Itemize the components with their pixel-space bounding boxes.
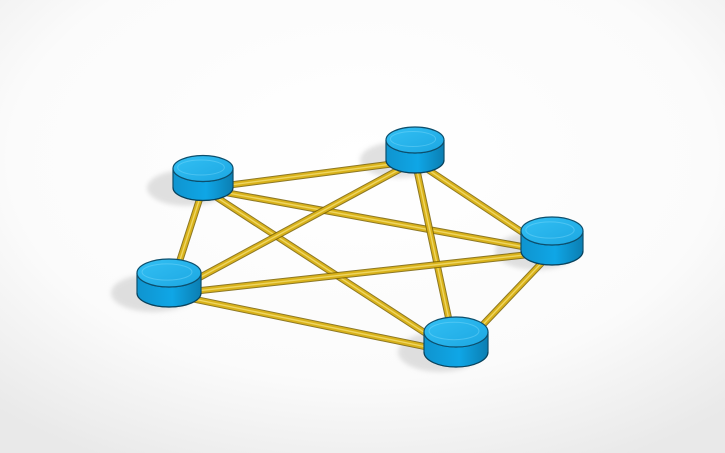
cylinder-node[interactable]: [520, 216, 584, 266]
cylinder-bottom-edge: [136, 292, 202, 308]
cylinder-top-highlight: [389, 130, 437, 148]
connector-highlight: [168, 251, 553, 295]
cylinder-node[interactable]: [172, 154, 234, 202]
cylinder-bottom-edge: [385, 159, 445, 174]
connector-highlight: [202, 187, 553, 253]
cylinder-bottom-edge: [423, 351, 489, 368]
cylinder-bottom-edge: [520, 250, 584, 266]
connector-highlight: [202, 160, 416, 190]
cylinder-top-highlight: [177, 159, 225, 176]
cylinder-node[interactable]: [136, 258, 202, 308]
connector-layer: [165, 157, 556, 357]
cylinder-top-highlight: [141, 263, 193, 281]
node-layer: [136, 126, 584, 368]
cylinder-top: [423, 316, 489, 348]
cylinder-top: [520, 216, 584, 246]
cylinder-top: [172, 154, 234, 183]
cylinder-bottom-edge: [172, 187, 234, 202]
cylinder-top: [385, 126, 445, 154]
cylinder-node[interactable]: [385, 126, 445, 174]
cylinder-top-highlight: [525, 221, 575, 239]
connector-highlight: [202, 187, 457, 354]
connector-highlight: [168, 160, 416, 295]
cylinder-node[interactable]: [423, 316, 489, 368]
connector-highlight: [168, 293, 457, 354]
cylinder-top-highlight: [428, 321, 480, 341]
cylinder-top: [136, 258, 202, 288]
